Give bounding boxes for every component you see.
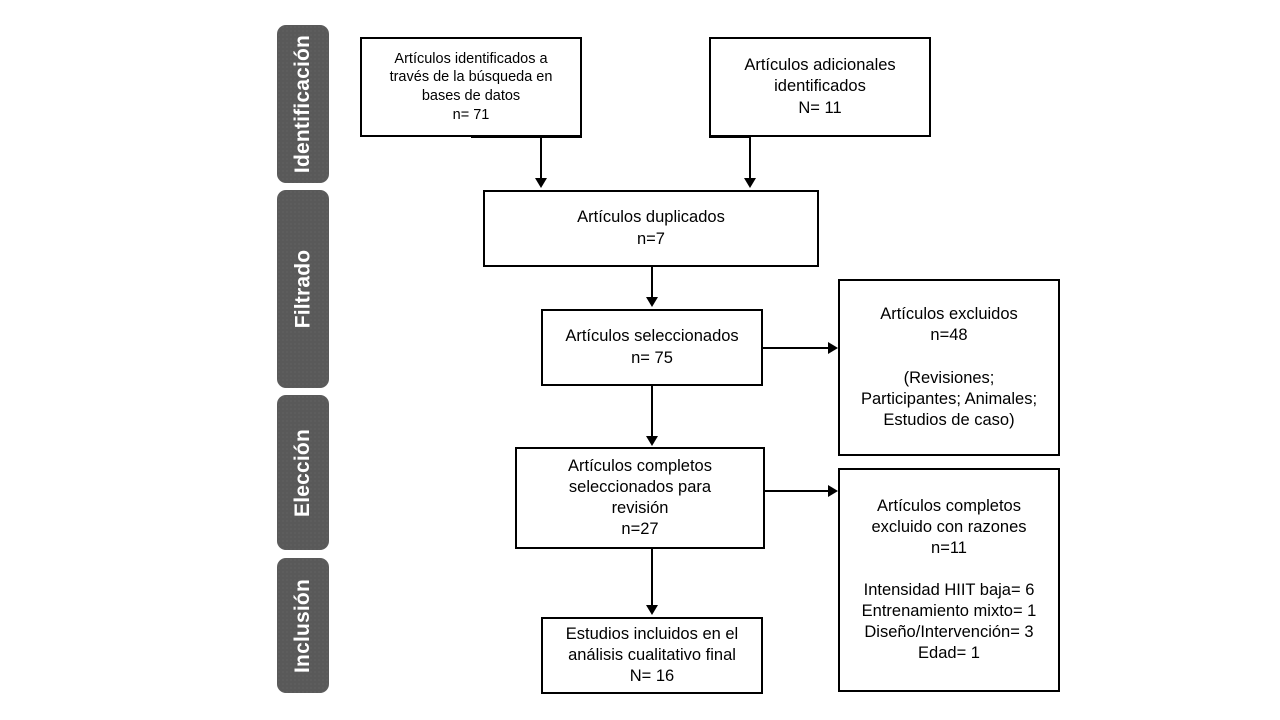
arrowhead-fulltext-to-excluded — [828, 485, 838, 497]
connector-identified-to-duplicates — [540, 136, 542, 180]
connector-additional-stub — [709, 136, 751, 138]
stage-label-eleccion: Elección — [291, 428, 314, 517]
connector-screened-to-fulltext — [651, 386, 653, 437]
arrowhead-identified-to-duplicates — [535, 178, 547, 188]
stage-label-inclusion: Inclusión — [291, 578, 315, 673]
box-additional-records-text: Artículos adicionales identificados N= 1… — [744, 56, 896, 117]
connector-fulltext-to-excluded — [765, 490, 830, 492]
box-additional-records: Artículos adicionales identificados N= 1… — [709, 37, 931, 137]
box-excluded-text: Artículos excluidos n=48 (Revisiones; Pa… — [860, 305, 1038, 429]
arrowhead-fulltext-to-included — [646, 605, 658, 615]
stage-label-filtrado: Filtrado — [291, 249, 315, 329]
stage-bar-filtrado: Filtrado — [277, 190, 329, 388]
connector-additional-to-duplicates — [749, 136, 751, 180]
box-fulltext-assessed: Artículos completos seleccionados para r… — [515, 447, 765, 549]
connector-identified-stub — [471, 136, 582, 138]
stage-label-identificacion: Identificación — [291, 34, 314, 174]
box-fulltext-excluded-text: Artículos completos excluido con razones… — [861, 496, 1037, 663]
box-records-identified-text: Artículos identificados a través de la b… — [389, 50, 553, 123]
box-duplicates-text: Artículos duplicados n=7 — [577, 208, 725, 248]
box-screened-text: Artículos seleccionados n= 75 — [565, 327, 739, 367]
box-fulltext-excluded: Artículos completos excluido con razones… — [838, 468, 1060, 692]
connector-fulltext-to-included — [651, 549, 653, 607]
connector-screened-to-excluded — [763, 347, 830, 349]
box-excluded: Artículos excluidos n=48 (Revisiones; Pa… — [838, 279, 1060, 456]
box-screened: Artículos seleccionados n= 75 — [541, 309, 763, 386]
box-included: Estudios incluidos en el análisis cualit… — [541, 617, 763, 694]
connector-duplicates-to-screened — [651, 267, 653, 299]
box-included-text: Estudios incluidos en el análisis cualit… — [565, 624, 739, 686]
arrowhead-screened-to-fulltext — [646, 436, 658, 446]
arrowhead-additional-to-duplicates — [744, 178, 756, 188]
arrowhead-duplicates-to-screened — [646, 297, 658, 307]
box-duplicates: Artículos duplicados n=7 — [483, 190, 819, 267]
stage-bar-eleccion: Elección — [277, 395, 329, 550]
stage-bar-identificacion: Identificación — [277, 25, 329, 183]
box-records-identified: Artículos identificados a través de la b… — [360, 37, 582, 137]
stage-bar-inclusion: Inclusión — [277, 558, 329, 693]
box-fulltext-assessed-text: Artículos completos seleccionados para r… — [568, 456, 712, 539]
arrowhead-screened-to-excluded — [828, 342, 838, 354]
